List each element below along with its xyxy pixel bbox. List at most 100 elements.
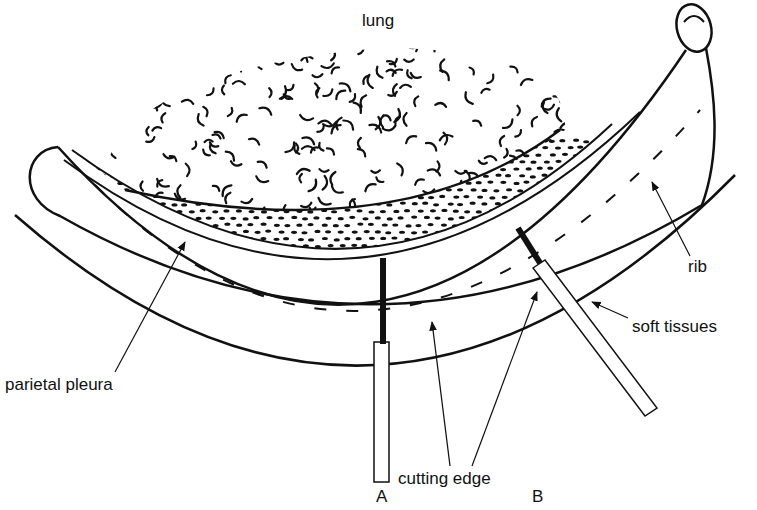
lung-curl	[485, 156, 496, 160]
stipple-dot	[93, 307, 99, 310]
stipple-dot	[385, 231, 391, 234]
stipple-dot	[595, 210, 601, 213]
stipple-dot	[356, 293, 362, 296]
stipple-dot	[356, 306, 362, 309]
stipple-dot	[525, 210, 531, 213]
stipple-dot	[393, 279, 399, 282]
rib-inner-border	[58, 50, 686, 305]
stipple-dot	[158, 301, 164, 304]
stipple-dot	[309, 265, 315, 268]
stipple-dot	[207, 231, 213, 234]
stipple-dot	[111, 259, 117, 262]
stipple-dot	[254, 245, 260, 248]
stipple-dot	[86, 216, 92, 219]
stipple-dot	[241, 146, 247, 149]
stipple-dot	[440, 252, 446, 255]
stipple-dot	[368, 223, 374, 226]
stipple-dot	[147, 217, 153, 220]
stipple-dot	[309, 195, 315, 198]
stipple-dot	[433, 203, 439, 206]
stipple-dot	[129, 153, 135, 156]
needle-b	[533, 260, 657, 416]
stipple-dot	[69, 293, 75, 296]
stipple-dot	[249, 210, 255, 213]
parietal-pleura-line	[72, 124, 612, 249]
stipple-dot	[574, 223, 580, 226]
stipple-dot	[549, 140, 555, 143]
stipple-dot	[100, 173, 106, 176]
stipple-dot	[208, 286, 214, 289]
lung-curl	[152, 127, 161, 131]
stipple-dot	[128, 238, 134, 241]
stipple-dot	[484, 147, 490, 150]
stipple-dot	[586, 210, 592, 213]
lung-curl	[258, 162, 267, 168]
stipple-dot	[457, 286, 463, 289]
stipple-dot	[122, 301, 128, 304]
stipple-dot	[303, 146, 309, 149]
stipple-dot	[164, 209, 170, 212]
stipple-dot	[511, 307, 517, 310]
stipple-dot	[76, 174, 82, 177]
stipple-dot	[586, 308, 592, 311]
stipple-dot	[526, 167, 532, 170]
stipple-dot	[483, 314, 489, 317]
lung-curl	[150, 101, 162, 108]
stipple-dot	[448, 217, 454, 220]
lung-curl	[133, 210, 140, 215]
stipple-dot	[598, 294, 604, 297]
stipple-dot	[615, 161, 621, 164]
lung-curl	[365, 184, 375, 191]
stipple-dot	[247, 265, 253, 268]
lung-curl	[352, 200, 355, 212]
stipple-dot	[237, 237, 243, 240]
stipple-dot	[418, 209, 424, 212]
lung-curl	[330, 172, 335, 185]
lung-curl	[479, 161, 487, 164]
lung-curl	[128, 72, 138, 79]
lung-curl	[487, 75, 493, 84]
stipple-dot	[591, 230, 597, 233]
lung-curl	[213, 134, 221, 138]
stipple-dot	[152, 140, 158, 143]
stipple-dot	[475, 252, 481, 255]
lung-curl	[323, 41, 330, 52]
lung-curl	[369, 125, 381, 133]
stipple-dot	[261, 196, 267, 199]
stipple-dot	[124, 147, 130, 150]
stipple-dot	[445, 273, 451, 276]
stipple-dot	[224, 223, 230, 226]
stipple-dot	[159, 258, 165, 261]
stipple-dot	[565, 272, 571, 275]
lung-curl	[403, 113, 406, 126]
stipple-dot	[284, 224, 290, 227]
stipple-dot	[273, 167, 279, 170]
stipple-dot	[219, 161, 225, 164]
stipple-dot	[338, 146, 344, 149]
chest-wall-outline	[30, 48, 715, 304]
stipple-dot	[374, 314, 380, 317]
stipple-dot	[370, 139, 376, 142]
stipple-dot	[561, 265, 567, 268]
stipple-dot	[136, 147, 142, 150]
lung-curl	[170, 156, 177, 161]
stipple-dot	[123, 314, 129, 317]
stipple-dot	[363, 160, 369, 163]
lung-curl	[301, 203, 311, 207]
stipple-dot	[517, 216, 523, 219]
stipple-dot	[459, 216, 465, 219]
stipple-dot	[568, 216, 574, 219]
lung-curl	[427, 200, 436, 203]
stipple-dot	[212, 153, 218, 156]
stipple-dot	[98, 217, 104, 220]
stipple-dot	[148, 287, 154, 290]
stipple-dot	[172, 286, 178, 289]
stipple-dot	[429, 280, 435, 283]
stipple-dot	[76, 315, 82, 318]
lung-curl	[544, 105, 554, 110]
stipple-dot	[170, 301, 176, 304]
stipple-dot	[285, 194, 291, 197]
stipple-dot	[93, 251, 99, 254]
stipple-dot	[453, 265, 459, 268]
lung-curl	[352, 228, 361, 238]
